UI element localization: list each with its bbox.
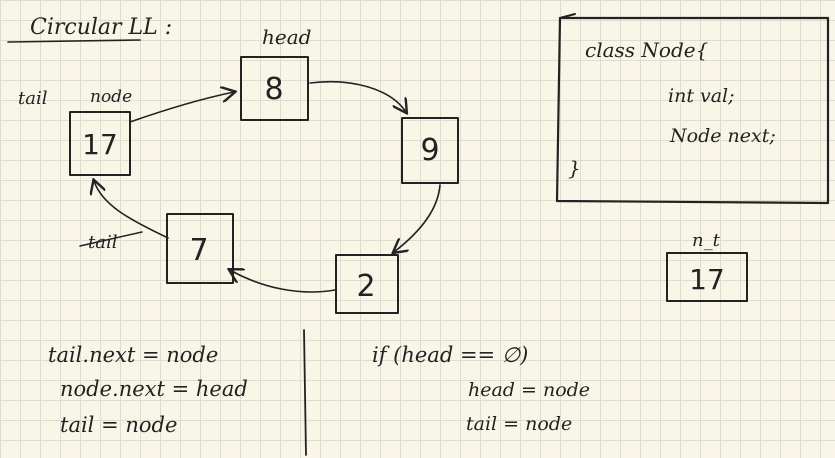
node-8: 8 (240, 56, 309, 121)
node-8-value: 8 (264, 72, 283, 107)
class-line-1: class Node{ (585, 38, 709, 62)
node-label-top: node (90, 87, 132, 107)
vertical-divider (303, 329, 307, 456)
node-9-value: 9 (420, 133, 439, 168)
class-line-4: } (568, 156, 581, 180)
node-9: 9 (401, 117, 459, 184)
arrow-9-to-2 (394, 184, 441, 252)
arrow-2-to-7 (230, 270, 336, 293)
arrow-17-to-8 (129, 92, 234, 123)
node-2-value: 2 (356, 269, 375, 304)
arrow-7-to-17 (94, 181, 169, 239)
arrow-8-to-9 (309, 80, 406, 112)
class-line-2: int val; (668, 85, 735, 107)
node-17: 17 (69, 111, 131, 176)
tail-label-top: tail (18, 88, 48, 109)
head-label: head (262, 25, 311, 49)
node-17-value: 17 (82, 128, 118, 161)
code-left-line-2: node.next = head (60, 377, 248, 401)
code-left-line-1: tail.next = node (48, 343, 218, 367)
code-right-condition: if (head == ∅) (372, 343, 528, 367)
new-node-value: 17 (689, 263, 725, 296)
code-right-body-1: head = node (468, 379, 590, 401)
node-7-value: 7 (189, 233, 208, 268)
code-left-line-3: tail = node (60, 413, 177, 437)
node-2: 2 (335, 254, 399, 314)
old-tail-label: tail (88, 232, 118, 253)
node-7: 7 (166, 213, 234, 284)
class-line-3: Node next; (669, 125, 776, 147)
title-underline (7, 39, 141, 43)
class-definition-box: class Node{ int val; Node next; } (555, 13, 830, 205)
code-right-body-2: tail = node (466, 413, 572, 435)
strikethrough-mark (79, 231, 143, 247)
new-node-17: 17 (666, 252, 748, 302)
title: Circular LL : (30, 15, 172, 40)
new-node-label: n_t (692, 230, 721, 251)
